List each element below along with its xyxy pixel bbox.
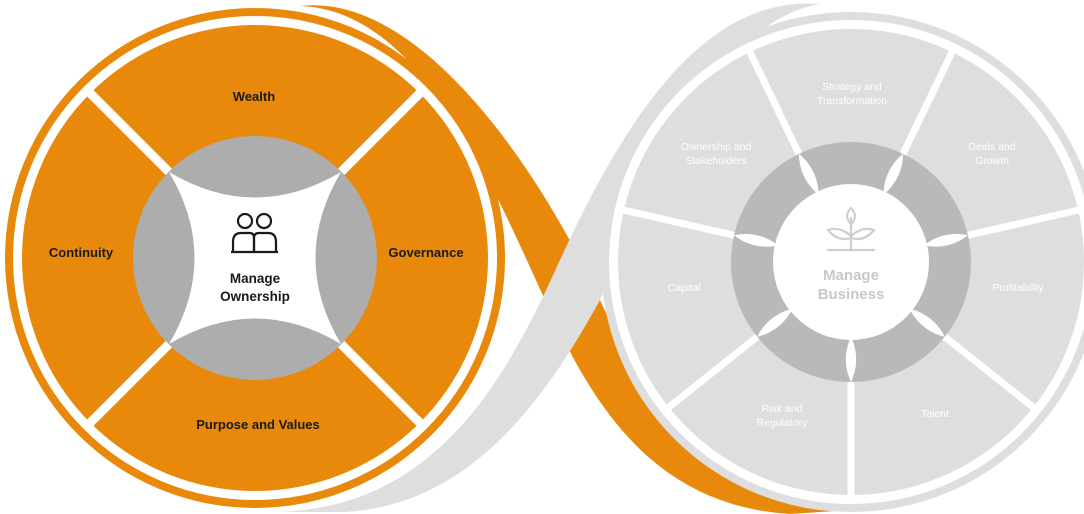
ownership-segment-0	[98, 347, 412, 490]
ownership-segment-1	[22, 101, 166, 415]
segment-label-governance: Governance	[388, 245, 463, 260]
segment-label-strategy-line1: Strategy and	[822, 81, 882, 93]
ownership-center-star	[169, 172, 341, 344]
segment-label-profitability: Profitability	[992, 282, 1044, 294]
segment-label-risk-line2: Regulatory	[757, 417, 809, 429]
segment-label-capital: Capital	[668, 282, 701, 294]
segment-label-ownership-line1: Ownership and	[681, 141, 752, 153]
business-divider-2	[947, 205, 1084, 244]
segment-label-strategy-line2: Transformation	[817, 95, 887, 107]
business-center-disc	[773, 184, 929, 340]
manage-business-title-line2: Business	[818, 286, 885, 303]
segment-label-purpose-and-values: Purpose and Values	[196, 417, 320, 432]
segment-label-continuity: Continuity	[49, 245, 114, 260]
people-icon	[231, 212, 278, 254]
ownership-segment-2	[98, 26, 412, 169]
ownership-segment-3	[344, 101, 488, 415]
segment-label-deals-line2: Growth	[975, 155, 1009, 167]
business-divider-5	[661, 321, 775, 415]
segment-label-deals-line1: Deals and	[968, 141, 1015, 153]
infinity-ribbon	[270, 3, 850, 514]
manage-ownership-title-line1: Manage	[230, 271, 281, 286]
business-divider-6	[616, 205, 755, 244]
business-divider-0	[743, 44, 811, 174]
business-divider-3	[927, 321, 1041, 415]
segment-label-risk-line1: Risk and	[762, 403, 803, 415]
segment-label-ownership-line2: Stakeholders	[685, 155, 746, 167]
manage-business-circle	[601, 12, 1084, 512]
segment-label-talent: Talent	[921, 408, 949, 420]
manage-ownership-title-line2: Ownership	[220, 289, 290, 304]
manage-ownership-circle	[5, 8, 505, 508]
manage-business-title-line1: Manage	[823, 267, 879, 284]
business-divider-1	[891, 44, 959, 174]
plant-icon	[826, 206, 876, 252]
segment-label-wealth: Wealth	[233, 89, 275, 104]
